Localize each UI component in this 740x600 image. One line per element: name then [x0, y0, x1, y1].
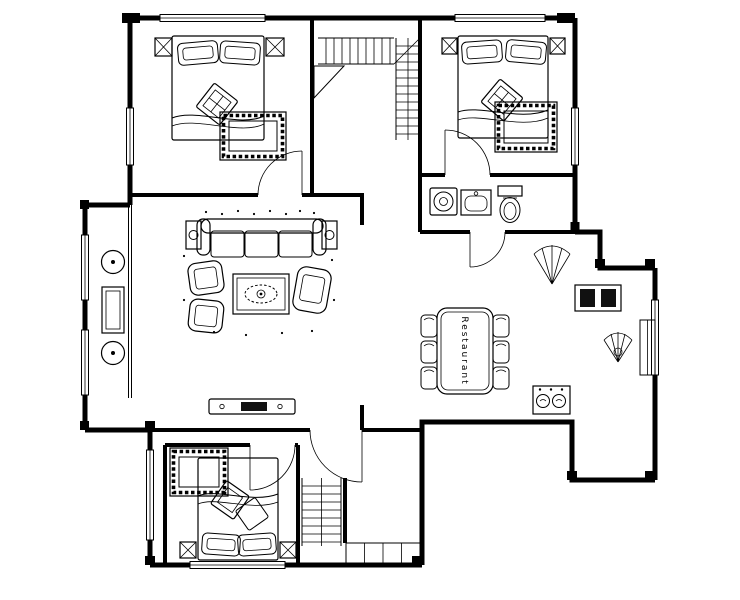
nightstand-right — [549, 37, 566, 55]
window-bottom — [189, 561, 286, 569]
door-entry — [309, 429, 363, 483]
greek-key-rug — [494, 101, 558, 153]
side-table-left — [185, 220, 202, 250]
nightstand-right — [265, 37, 285, 57]
decorative-cushion — [196, 83, 238, 125]
nightstand-left — [154, 37, 173, 57]
window-balcony-b — [81, 329, 89, 396]
dining-table: Restaurant — [436, 307, 494, 395]
greek-key-rug — [169, 447, 229, 497]
window-right-upper — [571, 107, 579, 166]
balcony — [100, 205, 132, 430]
living-room — [182, 209, 338, 415]
bedroom-bottom — [169, 447, 297, 561]
dining-room: Restaurant — [420, 245, 571, 395]
window-top-left — [159, 14, 266, 22]
bed — [171, 35, 265, 141]
bed — [197, 457, 279, 561]
column-piers — [80, 13, 655, 565]
armchair — [187, 298, 225, 334]
bedroom-top-right — [441, 35, 566, 153]
decorative-cushion — [235, 497, 269, 531]
decorative-cushion — [481, 79, 523, 121]
bed — [457, 35, 549, 139]
nightstand-left — [441, 37, 458, 55]
coffee-table — [232, 273, 290, 315]
side-table-right — [321, 220, 338, 250]
door-bedroom-bottom — [249, 444, 296, 491]
windows — [81, 14, 659, 569]
nightstand-right — [279, 541, 297, 559]
double-sink-unit — [574, 284, 622, 312]
bathroom — [429, 185, 523, 223]
window-left-lower — [146, 449, 154, 541]
landing-triangle — [313, 65, 346, 100]
washing-machine — [429, 187, 458, 216]
bedroom-top-left — [154, 35, 287, 161]
toilet — [497, 185, 523, 223]
staircase-bottom — [301, 478, 342, 546]
plant-icon — [533, 245, 571, 285]
sofa — [196, 218, 327, 258]
door-bedroom-top-left — [257, 150, 303, 196]
tall-cabinet — [639, 319, 656, 376]
door-bathroom — [469, 231, 506, 268]
gas-stove — [532, 385, 571, 415]
window-top-right — [454, 14, 546, 22]
window-balcony-a — [81, 234, 89, 301]
planter-cabinet — [101, 286, 125, 334]
shoe-cabinet-grid — [345, 542, 421, 566]
staircase-top — [313, 37, 421, 140]
doors — [249, 129, 506, 491]
interior-walls — [130, 18, 600, 563]
sink-counter — [460, 189, 492, 216]
armchair — [292, 266, 332, 314]
dining-table-label: Restaurant — [459, 316, 469, 385]
round-stool — [100, 249, 126, 275]
tv-cabinet — [208, 398, 296, 415]
round-stool — [100, 340, 126, 366]
nightstand-left — [179, 541, 197, 559]
carpet-dots — [182, 209, 336, 337]
plant-icon — [603, 332, 633, 363]
greek-key-rug — [219, 111, 287, 161]
window-left-upper — [126, 107, 134, 166]
dining-chairs-left — [420, 314, 438, 390]
dining-chairs-right — [492, 314, 510, 390]
kitchen — [532, 284, 656, 415]
decorative-cushion — [210, 480, 250, 520]
door-bedroom-top-right — [444, 129, 491, 176]
armchair — [187, 260, 225, 296]
